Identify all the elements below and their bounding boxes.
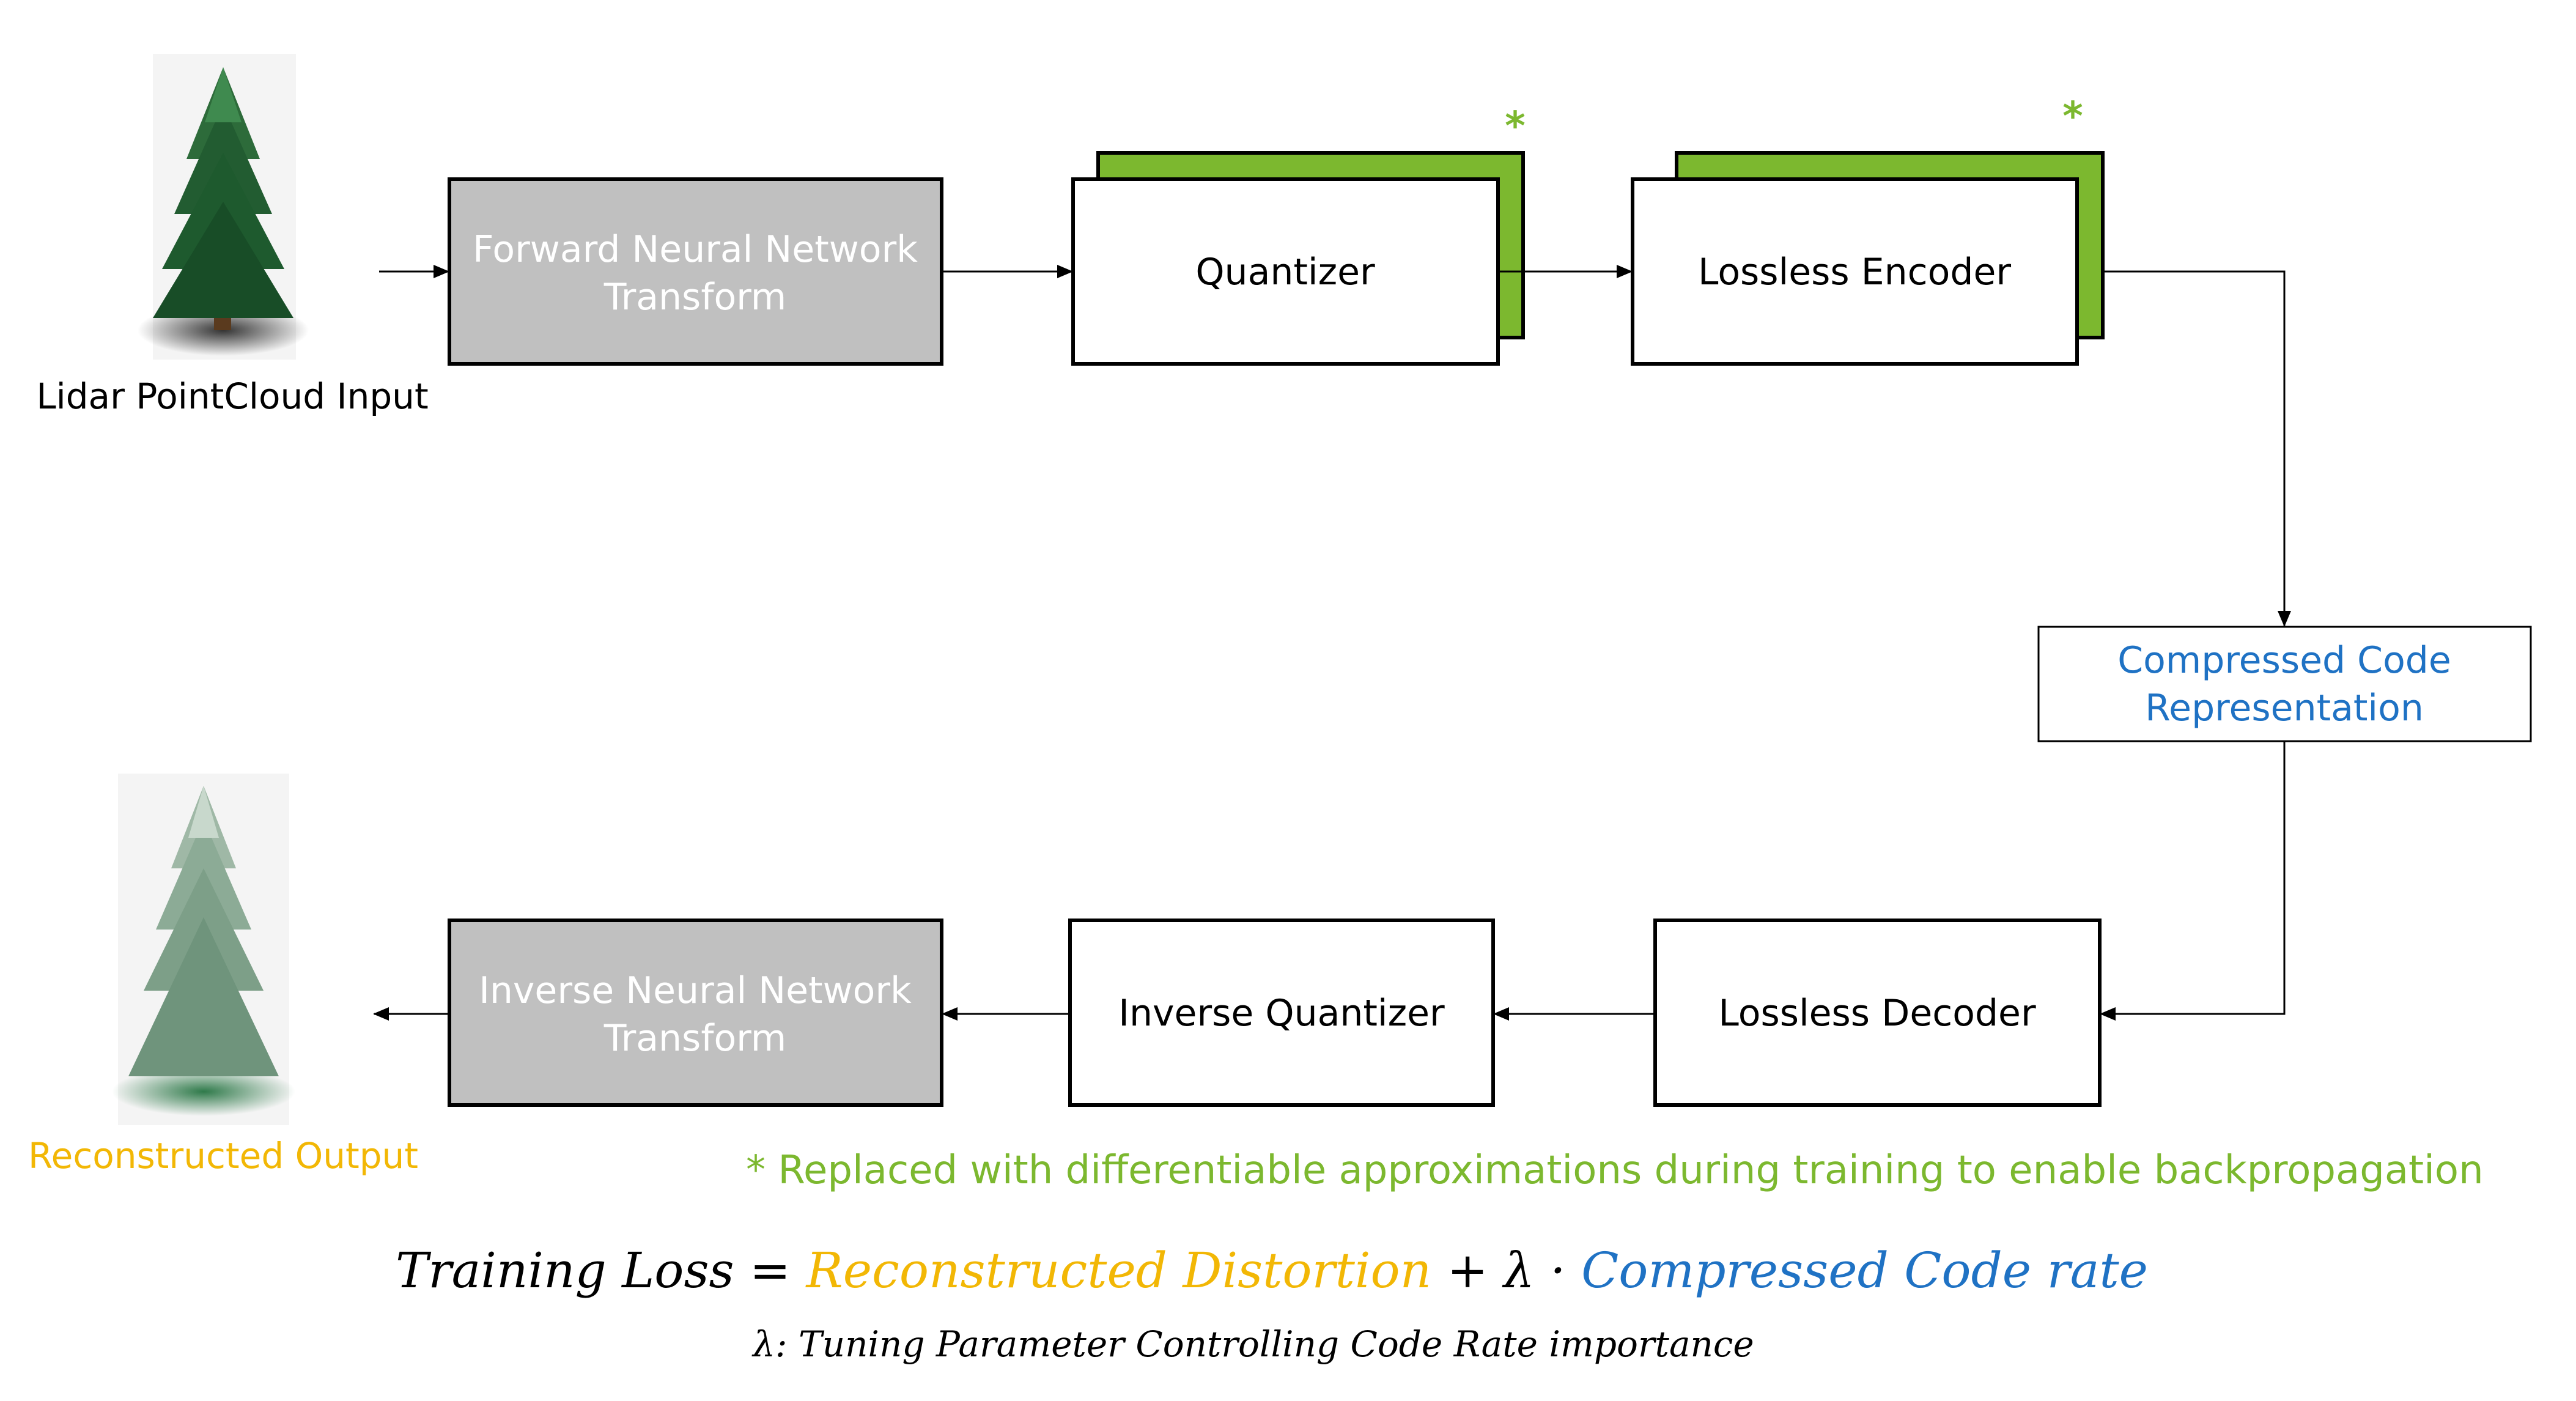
output-tree-icon	[112, 774, 295, 1125]
arrow-compressed-to-decoder	[2100, 741, 2286, 1021]
equation-lhs: Training Loss	[396, 1242, 734, 1299]
lossless-encoder-box	[1631, 177, 2079, 366]
quantizer-label: Quantizer	[1195, 251, 1375, 294]
encoder-asterisk: *	[2062, 94, 2083, 139]
inverse-transform-box	[448, 919, 943, 1107]
inverse-quantizer-box	[1068, 919, 1495, 1107]
equation-term2: Compressed Code rate	[1581, 1242, 2148, 1299]
forward-transform-box	[448, 177, 943, 366]
lossless-decoder-label: Lossless Decoder	[1718, 992, 2036, 1035]
lambda-note: λ: Tuning Parameter Controlling Code Rat…	[751, 1323, 1754, 1365]
compressed-code-line1: Compressed Code	[2117, 639, 2451, 682]
inverse-transform-line2: Transform	[603, 1017, 786, 1060]
input-tree-icon	[138, 54, 309, 360]
inverse-transform-line1: Inverse Neural Network	[479, 969, 912, 1012]
equation-equals: =	[734, 1242, 806, 1299]
forward-transform-line2: Transform	[603, 276, 786, 319]
forward-transform-line1: Forward Neural Network	[473, 228, 918, 271]
equation-term1: Reconstructed Distortion	[805, 1242, 1431, 1299]
inverse-quantizer-label: Inverse Quantizer	[1118, 992, 1445, 1035]
input-label: Lidar PointCloud Input	[36, 375, 428, 417]
lossless-encoder-label: Lossless Encoder	[1698, 251, 2011, 294]
compressed-code-box	[2037, 626, 2532, 742]
compressed-code-line2: Representation	[2145, 687, 2424, 730]
quantizer-asterisk: *	[1505, 104, 1525, 149]
quantizer-box	[1071, 177, 1500, 366]
equation-plus: + λ ·	[1431, 1242, 1581, 1299]
arrow-encoder-to-compressed	[2103, 270, 2291, 627]
output-label: Reconstructed Output	[28, 1135, 418, 1177]
training-loss-equation: Training Loss = Reconstructed Distortion…	[396, 1242, 2148, 1299]
approximation-note: * Replaced with differentiable approxima…	[746, 1148, 2484, 1193]
